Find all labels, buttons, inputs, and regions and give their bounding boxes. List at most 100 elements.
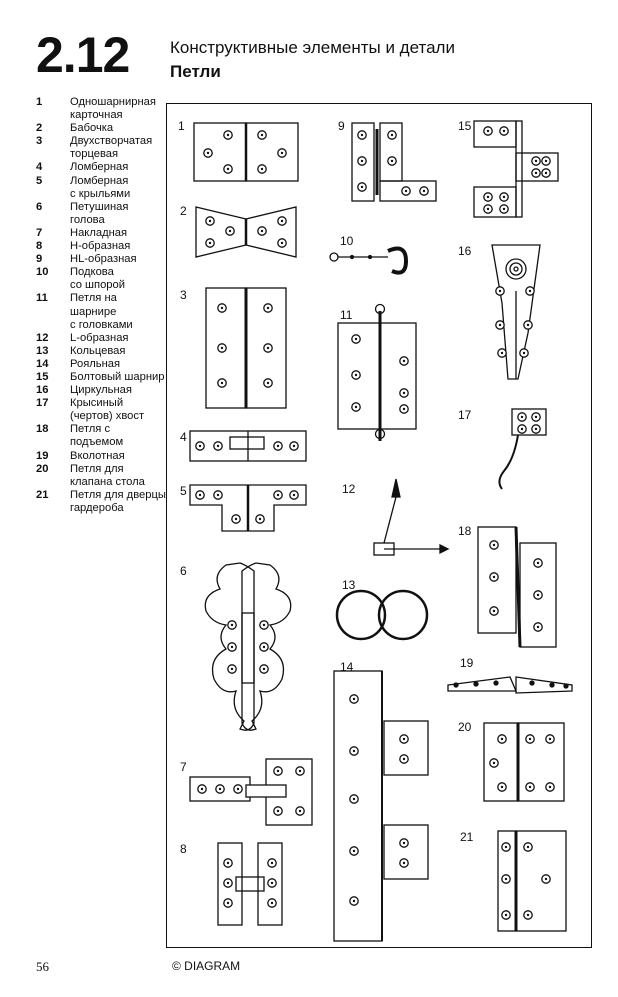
- legend-item-number: 5: [36, 174, 43, 187]
- legend-item: 19 Вколотная: [36, 450, 166, 463]
- legend-item: 12 L-образная: [36, 332, 166, 345]
- figure-label: 13: [342, 578, 356, 592]
- hinge-9-hl: [351, 122, 437, 202]
- hinge-19-strap: [447, 676, 573, 694]
- legend-item: 13 Кольцевая: [36, 345, 166, 358]
- illustration-frame: [166, 103, 592, 948]
- legend-item-number: 12: [36, 331, 49, 344]
- legend-item: 3 Двухстворчатая торцевая: [36, 135, 166, 161]
- hinge-3-double: [205, 287, 287, 409]
- figure-label: 7: [180, 760, 187, 774]
- legend-item-number: 10: [36, 266, 49, 279]
- figure-label: 4: [180, 430, 187, 444]
- legend-item-text: Петля на шарнире с головками: [70, 292, 133, 331]
- legend-item-number: 3: [36, 135, 43, 148]
- hinge-17-rat-tail: [498, 408, 547, 490]
- hinge-8-h: [217, 842, 283, 926]
- legend-item: 2 Бабочка: [36, 122, 166, 135]
- figure-label: 3: [180, 288, 187, 302]
- legend-item-number: 9: [36, 253, 43, 266]
- legend-item-text: Двухстворчатая торцевая: [70, 135, 153, 161]
- legend-item-number: 21: [36, 488, 49, 501]
- hinge-4-card-table: [189, 430, 307, 462]
- hinge-15-bolt: [473, 120, 559, 218]
- legend-item: 1 Одношарнирная карточная: [36, 96, 166, 122]
- legend-item-number: 16: [36, 384, 49, 397]
- legend-item-text: Циркульная: [70, 384, 132, 397]
- legend-item: 11 Петля на шарнире с головками: [36, 292, 166, 331]
- figure-label: 11: [340, 308, 353, 322]
- legend-item-number: 20: [36, 462, 49, 475]
- legend-item-number: 13: [36, 344, 49, 357]
- legend-item-text: Бабочка: [70, 122, 114, 135]
- hinge-2-butterfly: [195, 206, 297, 258]
- legend-list: 1 Одношарнирная карточная 2 Бабочка 3 Двухств…: [36, 96, 166, 515]
- legend-item-text: HL-образная: [70, 253, 137, 266]
- hinge-14-piano: [333, 670, 429, 942]
- legend-item-text: Одношарнирная карточная: [70, 96, 156, 122]
- figure-label: 16: [458, 244, 472, 258]
- legend-item-number: 15: [36, 370, 49, 383]
- hinge-16-compass: [491, 244, 541, 380]
- hinge-10-horseshoe: [329, 246, 409, 275]
- legend-item-number: 2: [36, 122, 43, 135]
- figure-label: 2: [180, 204, 187, 218]
- legend-item-text: Накладная: [70, 226, 128, 239]
- figure-label: 14: [340, 660, 354, 674]
- legend-item: 9 HL-образная: [36, 253, 166, 266]
- legend-item-number: 19: [36, 449, 49, 462]
- hinge-7-surface: [189, 758, 313, 826]
- section-number: 2.12: [36, 27, 130, 83]
- figure-label: 5: [180, 484, 187, 498]
- legend-item-text: Ломберная с крыльями: [70, 174, 131, 200]
- legend-item: 16 Циркульная: [36, 384, 166, 397]
- hinge-20-table-flap: [483, 722, 565, 802]
- legend-item-text: Крысиный (чертов) хвост: [70, 397, 145, 423]
- hinge-1-card: [193, 122, 299, 182]
- legend-item: 6 Петушиная голова: [36, 201, 166, 227]
- legend-item-number: 1: [36, 96, 43, 108]
- figure-label: 15: [458, 119, 472, 133]
- legend-item-number: 17: [36, 397, 49, 410]
- legend-item-text: Вколотная: [70, 449, 125, 462]
- legend-item: 10 Подкова со шпорой: [36, 266, 166, 292]
- hinge-18-rising-butt: [477, 526, 557, 648]
- hinge-12-l: [373, 478, 450, 556]
- legend-item-text: L-образная: [70, 331, 129, 344]
- legend-item-number: 18: [36, 423, 49, 436]
- page-title: Конструктивные элементы и детали: [170, 38, 455, 57]
- figure-label: 12: [342, 482, 356, 496]
- publisher-credit: © DIAGRAM: [172, 959, 241, 973]
- page-subtitle: Петли: [170, 62, 221, 81]
- legend-item-number: 6: [36, 200, 43, 213]
- hinge-6-cocks-head: [204, 562, 292, 731]
- figure-label: 9: [338, 119, 345, 133]
- figure-label: 1: [178, 119, 185, 133]
- figure-label: 19: [460, 656, 474, 670]
- figure-label: 21: [460, 830, 474, 844]
- legend-item-number: 8: [36, 240, 43, 253]
- legend-item: 17 Крысиный (чертов) хвост: [36, 397, 166, 423]
- page-number: 56: [36, 959, 49, 974]
- figure-label: 17: [458, 408, 472, 422]
- legend-item-number: 14: [36, 357, 49, 370]
- hinge-11-ball-tipped: [337, 303, 417, 441]
- figure-label: 8: [180, 842, 187, 856]
- legend-item-text: Болтовый шарнир: [70, 370, 165, 383]
- figure-label: 20: [458, 720, 472, 734]
- legend-item-text: Подкова со шпорой: [70, 266, 125, 292]
- figure-label: 18: [458, 524, 472, 538]
- hinge-5-winged: [189, 484, 307, 532]
- legend-item-number: 11: [36, 292, 48, 305]
- legend-item: 21 Петля для дверцы гардероба: [36, 489, 166, 515]
- legend-item-text: Кольцевая: [70, 344, 126, 357]
- legend-item-text: Петушиная голова: [70, 200, 129, 226]
- legend-item-text: Петля для дверцы гардероба: [70, 488, 166, 514]
- legend-item-number: 4: [36, 161, 43, 174]
- legend-item-text: Рояльная: [70, 357, 121, 370]
